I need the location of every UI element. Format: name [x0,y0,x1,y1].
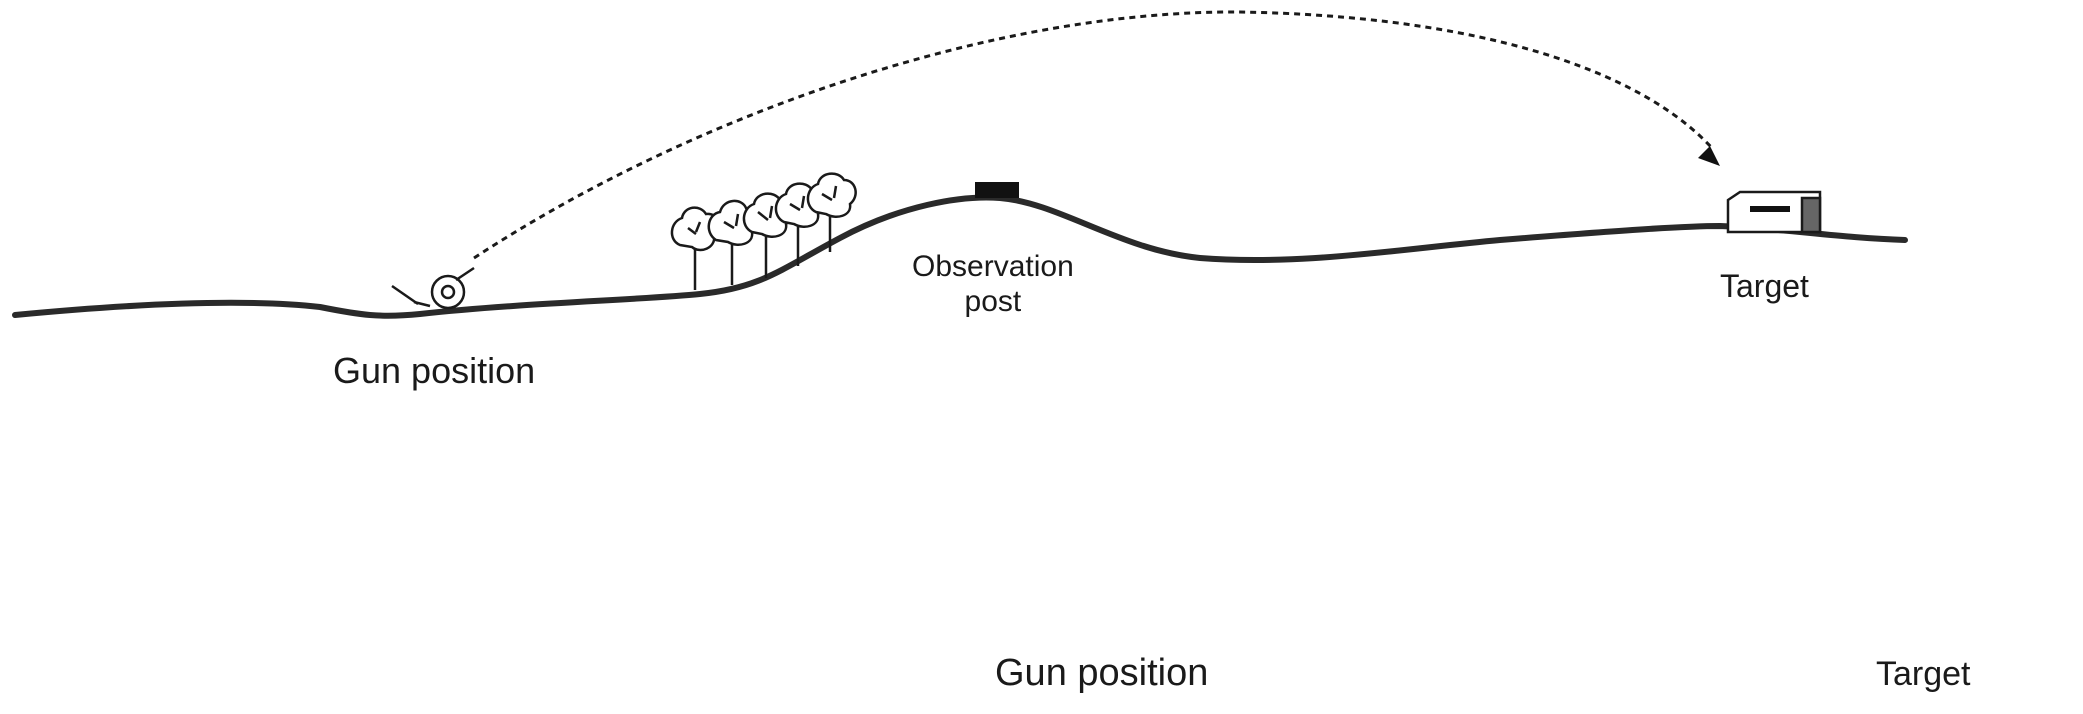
observation-post-marker [975,182,1019,198]
observation-post-label: Observation post [912,250,1074,319]
top-target-icon [1726,190,1822,234]
observation-post-label-line2: post [964,284,1022,318]
top-trajectory-arrowhead [1698,146,1720,166]
top-target-label: Target [1720,268,1809,304]
bottom-target-label: Target [1876,655,1971,693]
bottom-gun-position-label: Gun position [995,652,1209,694]
tree [670,206,721,290]
top-gun-icon [391,266,475,310]
top-ground-line [12,194,1908,319]
observation-post-label-line1: Observation [912,250,1074,283]
tree [806,172,857,252]
top-scene [12,10,1908,319]
top-tree-cluster [670,172,857,290]
top-indirect-trajectory [473,10,1714,260]
top-gun-position-label: Gun position [333,350,536,391]
